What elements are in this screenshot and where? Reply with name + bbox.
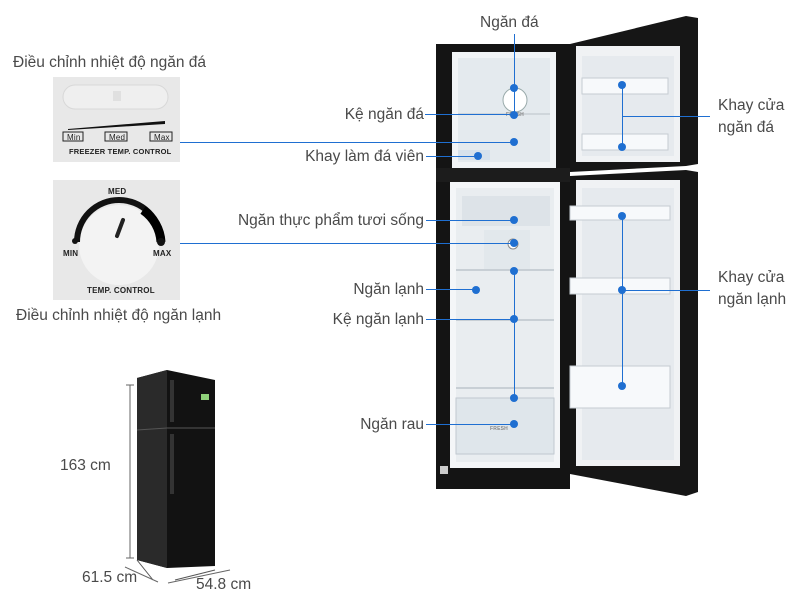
width-dimension: 54.8 cm bbox=[196, 576, 252, 593]
fridge-med-label: MED bbox=[108, 187, 127, 196]
label-ngan-thuc-pham: Ngăn thực phẩm tươi sống bbox=[237, 212, 424, 229]
fridge-panel-caption: TEMP. CONTROL bbox=[87, 286, 155, 295]
freezer-control-panel: Min Med Max FREEZER TEMP. CONTROL bbox=[53, 77, 180, 162]
label-khay-cua-ngan-da-line2: ngăn đá bbox=[718, 119, 775, 136]
label-khay-lam-da: Khay làm đá viên bbox=[305, 148, 424, 165]
label-ke-ngan-da: Kệ ngăn đá bbox=[344, 106, 424, 123]
label-ke-ngan-lanh: Kệ ngăn lạnh bbox=[332, 311, 424, 328]
label-khay-cua-ngan-lanh-line2: ngăn lạnh bbox=[718, 291, 787, 308]
fridge-control-title: Điều chỉnh nhiệt độ ngăn lạnh bbox=[16, 307, 222, 324]
fridge-max-label: MAX bbox=[153, 249, 172, 258]
label-khay-cua-ngan-da-line1: Khay cửa bbox=[718, 97, 785, 114]
fridge-min-label: MIN bbox=[63, 249, 79, 258]
open-fridge-image: FRESH FRESH bbox=[436, 16, 706, 496]
label-ngan-rau: Ngăn rau bbox=[360, 416, 424, 433]
closed-fridge-image bbox=[115, 370, 220, 590]
freezer-panel-caption: FREEZER TEMP. CONTROL bbox=[69, 147, 172, 156]
fridge-control-panel: MED MIN MAX TEMP. CONTROL bbox=[53, 180, 180, 300]
label-ngan-da: Ngăn đá bbox=[480, 14, 539, 31]
freezer-min-label: Min bbox=[67, 133, 81, 142]
fridge-dial-graphic bbox=[72, 197, 166, 285]
freezer-control-title: Điều chỉnh nhiệt độ ngăn đá bbox=[13, 54, 207, 71]
depth-dimension: 61.5 cm bbox=[82, 569, 138, 586]
freezer-max-label: Max bbox=[154, 133, 170, 142]
freezer-med-label: Med bbox=[109, 133, 126, 142]
height-dimension: 163 cm bbox=[60, 457, 111, 474]
label-ngan-lanh: Ngăn lạnh bbox=[353, 281, 424, 298]
label-khay-cua-ngan-lanh-line1: Khay cửa bbox=[718, 269, 785, 286]
freezer-control-graphic bbox=[62, 84, 173, 142]
crisper-mark: FRESH bbox=[490, 426, 508, 432]
